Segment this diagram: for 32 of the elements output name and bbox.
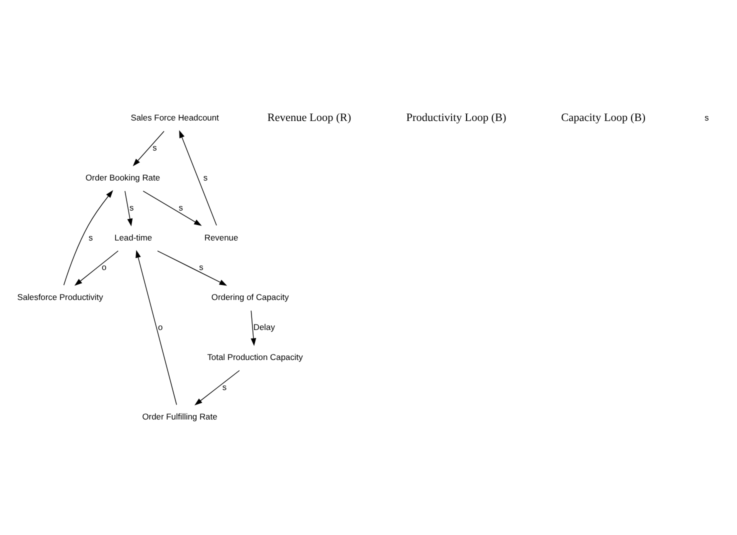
label: s	[704, 112, 709, 122]
edge-label: o	[158, 321, 163, 332]
arrow	[74, 250, 118, 286]
arrow	[136, 250, 177, 405]
arrow	[132, 130, 164, 166]
arrow	[124, 190, 133, 226]
edge-label: s	[129, 202, 134, 212]
node-text: Lead-time	[114, 232, 152, 242]
arrow	[250, 310, 256, 346]
edge-label: s	[203, 172, 208, 182]
label: Productivity Loop (B)	[406, 112, 506, 124]
arrow	[179, 130, 217, 226]
label: Revenue Loop (R)	[267, 112, 352, 124]
node-text: Order Booking Rate	[85, 172, 160, 182]
node-text: Ordering of Capacity	[211, 292, 289, 302]
node-text: Total Production Capacity	[207, 351, 303, 362]
node-text: Sales Force Headcount	[130, 112, 219, 122]
edge-label: Delay	[253, 321, 275, 332]
edge-label: s	[178, 202, 183, 212]
arrow	[63, 190, 114, 285]
node-text: Order Fulfilling Rate	[142, 411, 218, 422]
edge-label: o	[102, 262, 106, 272]
label: Capacity Loop (B)	[561, 112, 646, 124]
node-text: Revenue	[204, 232, 238, 242]
arrow	[142, 190, 202, 226]
arrow	[157, 250, 228, 286]
node-text: Salesforce Productivity	[17, 292, 104, 302]
arrow	[194, 370, 240, 405]
edge-label: s	[152, 142, 157, 152]
edge-label: s	[88, 232, 93, 242]
edge-label: s	[222, 381, 227, 392]
edge-label: s	[199, 262, 204, 272]
